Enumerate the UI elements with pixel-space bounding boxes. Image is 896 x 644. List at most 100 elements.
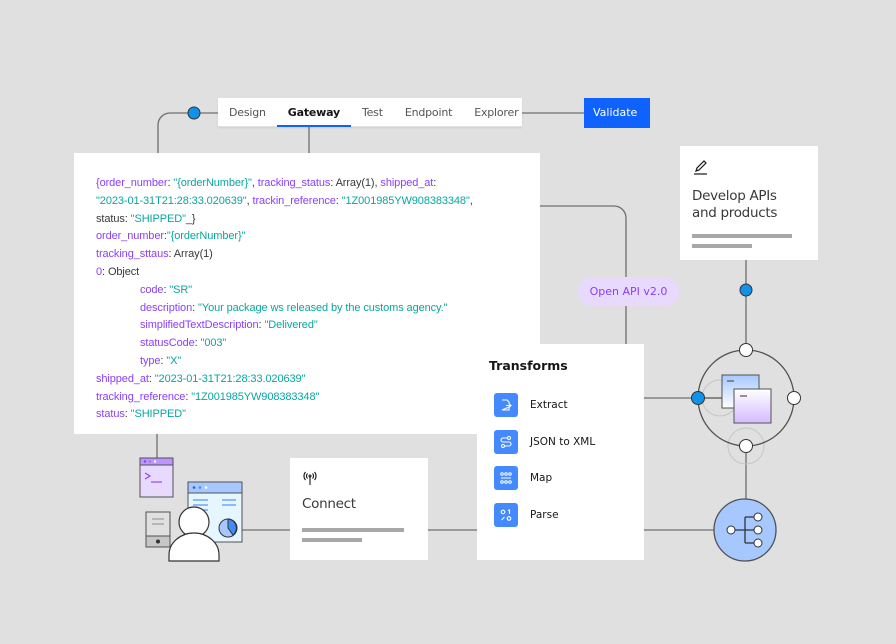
wire-left-top <box>157 112 218 160</box>
code-punct: : Object <box>102 265 140 278</box>
tab-gateway[interactable]: Gateway <box>276 98 352 127</box>
validate-button[interactable]: Validate <box>584 98 650 128</box>
code-punct: : <box>258 319 265 332</box>
code-punct: , <box>251 177 258 189</box>
code-punct: : <box>335 194 342 207</box>
code-punct: : <box>185 390 192 403</box>
code-line: {order_number: "{orderNumber}", tracking… <box>96 175 540 193</box>
transform-item-parse[interactable]: Parse <box>489 502 632 527</box>
code-punct: , <box>246 194 253 207</box>
transform-item-extract[interactable]: Extract <box>489 393 632 417</box>
code-line: order_number:"{orderNumber}" <box>96 228 540 246</box>
code-punct: : <box>148 372 155 385</box>
code-line: shipped_at: "2023-01-31T21:28:33.020639" <box>96 371 540 389</box>
code-string: "{orderNumber}" <box>166 230 246 243</box>
code-punct: : Array(1) <box>168 248 213 261</box>
code-line: statusCode: "003" <box>96 335 540 353</box>
code-string: "SHIPPED" <box>130 408 186 421</box>
transform-label: JSON to XML <box>530 435 596 448</box>
code-string: "003" <box>200 337 227 350</box>
code-key: {order_number <box>96 177 168 189</box>
code-key: tracking_status <box>257 177 331 189</box>
code-punct: status: <box>96 212 131 225</box>
code-key: status <box>96 408 125 421</box>
pencil-icon <box>692 158 710 176</box>
json-code-panel: {order_number: "{orderNumber}", tracking… <box>74 153 540 434</box>
tab-endpoint[interactable]: Endpoint <box>393 98 464 127</box>
code-key: simplifiedTextDescription <box>140 319 259 332</box>
code-string: "{orderNumber}" <box>173 177 252 189</box>
code-key: description <box>140 301 193 314</box>
code-string: "X" <box>166 354 182 367</box>
tab-explorer[interactable]: Explorer <box>463 98 530 127</box>
transform-label: Extract <box>530 399 568 411</box>
code-string: "SR" <box>169 283 193 296</box>
code-line: 0: Object <box>96 264 540 282</box>
code-key: shipped_at <box>380 177 434 189</box>
code-string: "SHIPPED" <box>130 212 186 225</box>
code-line: tracking_sttaus: Array(1) <box>96 246 540 264</box>
code-key: trackin_reference <box>252 194 336 207</box>
code-key: code <box>140 283 164 296</box>
placeholder-bar <box>692 234 792 238</box>
transform-item-map[interactable]: Map <box>489 466 632 490</box>
transform-label: Map <box>530 472 553 484</box>
antenna-icon <box>302 470 318 486</box>
hub-node <box>691 343 801 465</box>
person-icon <box>168 506 220 562</box>
extract-icon <box>494 393 518 417</box>
code-punct: : <box>163 283 170 296</box>
code-punct: _} <box>185 212 196 225</box>
code-key: statusCode <box>140 337 195 350</box>
code-string: "Your package ws released by the customs… <box>198 301 448 314</box>
connect-card-title: Connect <box>302 496 356 512</box>
code-line: description: "Your package ws released b… <box>96 300 540 318</box>
code-key: tracking_sttaus <box>96 248 169 261</box>
parse-icon <box>494 502 518 527</box>
code-line: tracking_reference: "1Z001985YW908383348… <box>96 389 540 407</box>
window-icon <box>733 388 772 424</box>
transforms-card: Transforms Extract JSON to XML Map Parse <box>477 344 644 560</box>
terminal-icon <box>139 457 174 498</box>
open-api-badge: Open API v2.0 <box>578 277 679 306</box>
node-dot-blue <box>187 106 201 120</box>
transforms-title: Transforms <box>489 358 568 373</box>
code-string: "2023-01-31T21:28:33.020639" <box>96 194 247 207</box>
code-punct: : <box>124 408 131 421</box>
code-punct: : <box>433 177 437 189</box>
code-string: "Delivered" <box>264 319 318 332</box>
placeholder-bar <box>302 528 404 532</box>
map-icon <box>494 466 518 490</box>
code-string: "2023-01-31T21:28:33.020639" <box>154 372 306 385</box>
code-string: "1Z001985YW908383348" <box>191 390 320 403</box>
code-punct: : <box>192 301 199 314</box>
tree-node <box>713 498 777 562</box>
tab-test[interactable]: Test <box>350 98 394 127</box>
code-key: tracking_reference <box>96 390 186 403</box>
code-key: order_number <box>96 230 164 243</box>
transform-item-json-to-xml[interactable]: JSON to XML <box>489 429 632 454</box>
code-line: type: "X" <box>96 353 540 371</box>
code-line: "2023-01-31T21:28:33.020639", trackin_re… <box>96 193 540 211</box>
code-punct: : <box>160 354 167 367</box>
node-dot-blue <box>739 283 753 297</box>
code-punct: : <box>194 337 201 350</box>
json-to-xml-icon <box>494 429 518 454</box>
code-line: simplifiedTextDescription: "Delivered" <box>96 317 540 335</box>
connect-card[interactable]: Connect <box>290 458 428 560</box>
code-punct: , <box>469 194 473 207</box>
develop-title-line: and products <box>692 205 778 221</box>
code-key: shipped_at <box>96 372 149 385</box>
code-line: code: "SR" <box>96 282 540 300</box>
develop-title-line: Develop APIs <box>692 188 777 204</box>
code-punct: : Array(1), <box>330 177 381 189</box>
placeholder-bar <box>302 538 362 542</box>
placeholder-bar <box>692 244 752 248</box>
code-punct: : <box>163 230 167 243</box>
tab-design[interactable]: Design <box>218 98 277 127</box>
tab-bar: Design Gateway Test Endpoint Explorer <box>218 98 530 127</box>
code-punct: : <box>167 177 174 189</box>
